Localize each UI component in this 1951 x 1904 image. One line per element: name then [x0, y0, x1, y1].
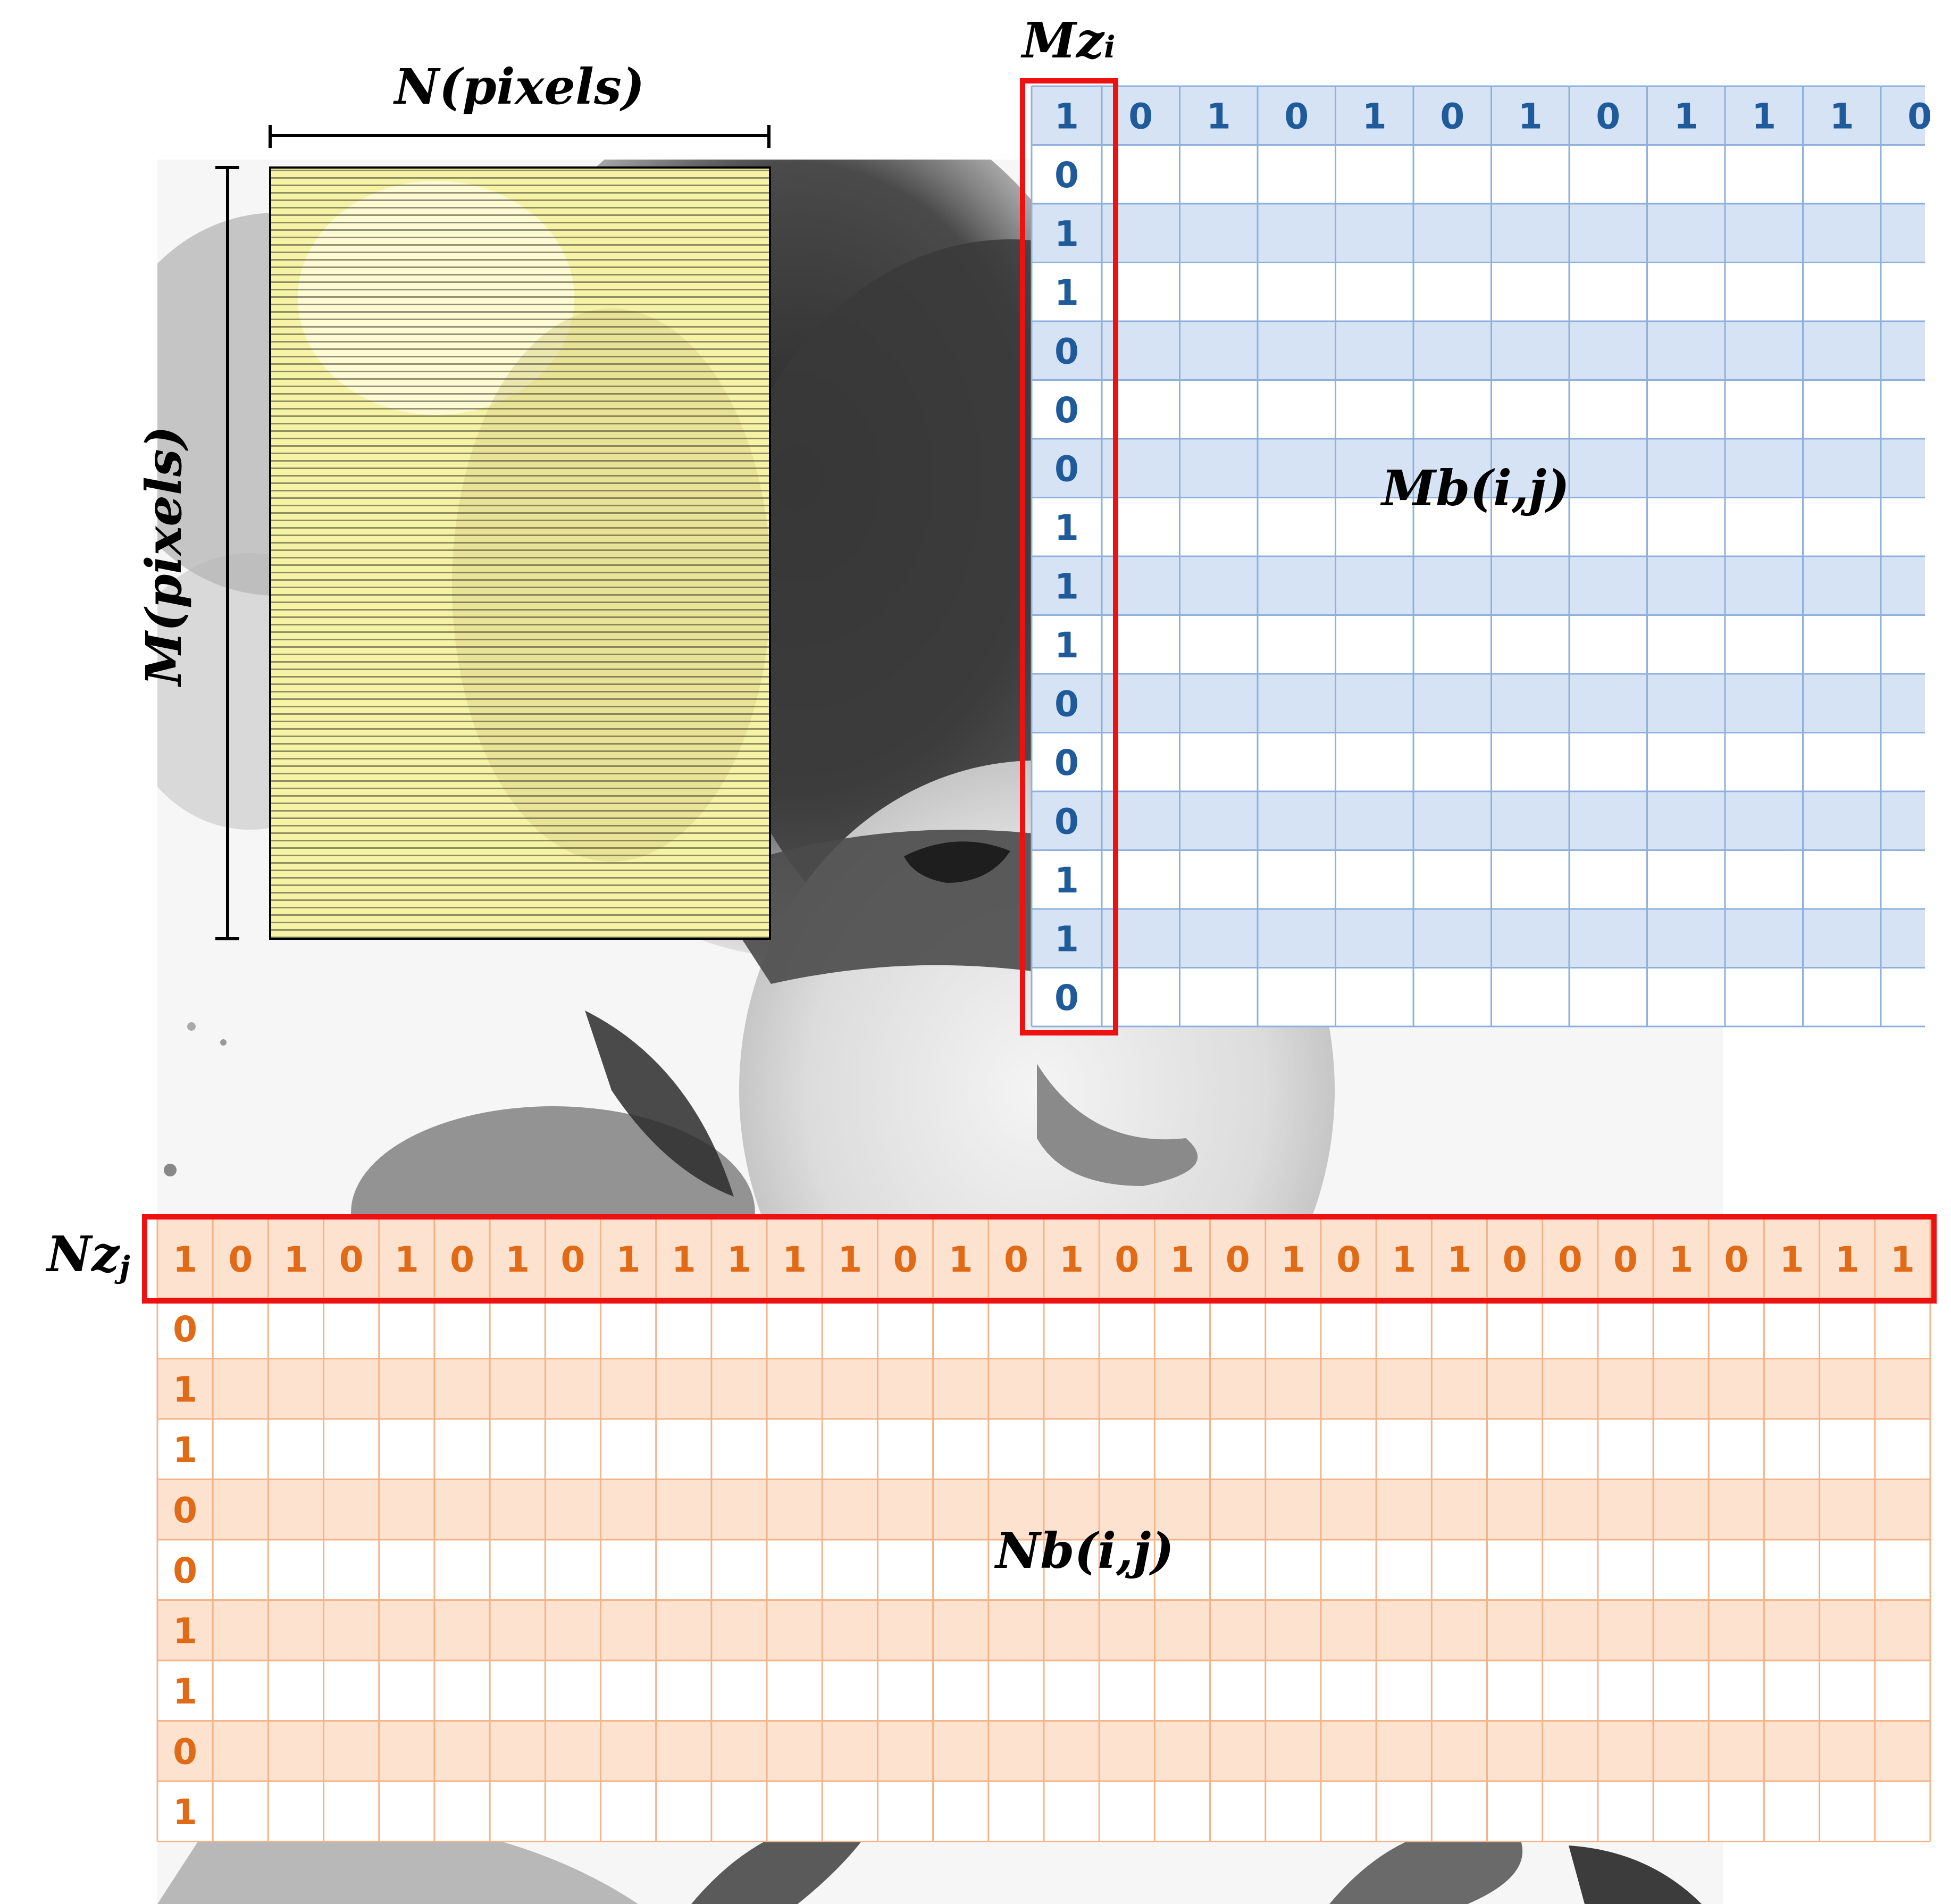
- mb-stripe-row: [1032, 556, 1925, 615]
- nz-top-row-digit: 0: [1336, 1239, 1361, 1280]
- mz-column-digit: 0: [1054, 683, 1079, 724]
- nz-top-row-digit: 1: [616, 1239, 641, 1280]
- mz-column-digit: 1: [1054, 507, 1079, 548]
- mz-column-digit: 0: [1054, 801, 1079, 842]
- mz-top-row-digit: 0: [1284, 96, 1309, 137]
- nz-top-row-digit: 0: [560, 1239, 585, 1280]
- dimension-markers: [215, 125, 771, 940]
- mz-label-sub: i: [1104, 30, 1115, 65]
- mb-stripe-row: [1032, 909, 1925, 968]
- nz-column-digit: 1: [173, 1610, 197, 1651]
- mz-label: Mzi: [1020, 12, 1115, 69]
- mz-highlight-box: [1020, 78, 1118, 1035]
- nz-top-row-digit: 0: [893, 1239, 918, 1280]
- nz-top-row-digit: 1: [1392, 1239, 1416, 1280]
- nz-column-digit: 0: [173, 1309, 197, 1350]
- mb-stripe-row: [1032, 674, 1925, 733]
- nz-top-row-digit: 1: [1447, 1239, 1471, 1280]
- m-dimension-label: M(pixels): [135, 426, 192, 687]
- nz-top-row-digit: 1: [1780, 1239, 1804, 1280]
- nz-top-row-digit: 0: [339, 1239, 364, 1280]
- nz-top-row-digit: 1: [782, 1239, 807, 1280]
- mb-matrix-label: Mb(i,j): [1380, 460, 1570, 517]
- nz-top-row-digit: 1: [838, 1239, 862, 1280]
- nz-top-row-digit: 1: [173, 1239, 197, 1280]
- mz-column-digit: 0: [1054, 390, 1079, 431]
- nz-column-digit: 0: [173, 1490, 197, 1531]
- mz-column-digit: 1: [1054, 625, 1079, 666]
- mz-column-digit: 0: [1054, 448, 1079, 489]
- mz-column-digit: 0: [1054, 978, 1079, 1018]
- mz-column-digit: 1: [1054, 272, 1079, 313]
- sampled-region-overlay: [269, 166, 771, 940]
- nz-top-row-digit: 1: [727, 1239, 751, 1280]
- mb-stripe-row: [1032, 321, 1925, 380]
- mz-top-row-digit: 1: [1054, 96, 1079, 137]
- nz-column-digit: 1: [173, 1671, 197, 1712]
- mz-top-row-digit: 1: [1207, 96, 1231, 137]
- n-dimension-label: N(pixels): [393, 58, 645, 115]
- mz-column-digit: 1: [1054, 918, 1079, 959]
- nz-top-row-digit: 1: [1281, 1239, 1305, 1280]
- nz-top-row-digit: 0: [450, 1239, 474, 1280]
- mz-column-digit: 1: [1054, 860, 1079, 901]
- nz-top-row-digit: 1: [284, 1239, 308, 1280]
- nz-top-row-digit: 1: [1059, 1239, 1084, 1280]
- mz-top-row-digit: 0: [1440, 96, 1464, 137]
- mb-stripe-row: [1032, 791, 1925, 850]
- mz-label-main: Mz: [1020, 12, 1105, 69]
- nz-top-row-digit: 1: [672, 1239, 696, 1280]
- mz-top-row-digit: 0: [1128, 96, 1153, 137]
- mz-column-digit: 0: [1054, 155, 1079, 196]
- mz-top-row-digit: 0: [1596, 96, 1620, 137]
- mb-matrix: 1 0 1 0 1 0 1 0 1 1 1 0 0 1 1 0 0 0 1 1 1 0 0 0 1 1 0: [1031, 85, 1932, 1028]
- nz-column-digit: 1: [173, 1430, 197, 1471]
- nz-top-row-digit: 0: [1724, 1239, 1748, 1280]
- nz-top-row-digit: 1: [1170, 1239, 1195, 1280]
- nz-column-digit: 1: [173, 1792, 197, 1833]
- nz-column-digit: 1: [173, 1369, 197, 1410]
- nz-label-main: Nz: [45, 1225, 120, 1283]
- nz-top-row-digit: 0: [1004, 1239, 1028, 1280]
- mz-column-digit: 0: [1054, 331, 1079, 372]
- nb-matrix-label: Nb(i,j): [994, 1522, 1174, 1580]
- nz-highlight-box: [142, 1214, 1937, 1304]
- nz-top-row-digit: 0: [1613, 1239, 1638, 1280]
- nz-top-row-digit: 1: [949, 1239, 973, 1280]
- nz-top-row-digit: 0: [1115, 1239, 1139, 1280]
- nz-top-row-digit: 1: [1890, 1239, 1915, 1280]
- nz-column-digit: 0: [173, 1731, 197, 1772]
- mz-column-digit: 0: [1054, 742, 1079, 783]
- nz-top-row-digit: 1: [505, 1239, 530, 1280]
- mz-top-row-digit: 1: [1518, 96, 1543, 137]
- mz-top-row-digit: 1: [1674, 96, 1698, 137]
- mz-column-digit: 1: [1054, 213, 1079, 254]
- mz-top-row-digit: 1: [1362, 96, 1387, 137]
- nz-label: Nzj: [45, 1225, 130, 1285]
- nz-top-row-digit: 0: [1226, 1239, 1250, 1280]
- nz-column-digit: 0: [173, 1550, 197, 1591]
- nz-top-row-digit: 1: [395, 1239, 419, 1280]
- mz-top-row-digit: 1: [1830, 96, 1854, 137]
- nz-top-row-digit: 1: [1835, 1239, 1860, 1280]
- mz-column-digit: 1: [1054, 566, 1079, 607]
- mb-stripe-row: [1032, 204, 1925, 263]
- nz-top-row-digit: 0: [228, 1239, 253, 1280]
- mz-top-row-digit: 1: [1752, 96, 1776, 137]
- nz-top-row-digit: 0: [1503, 1239, 1527, 1280]
- mb-stripe-row: [1032, 86, 1925, 145]
- nz-top-row-digit: 0: [1558, 1239, 1582, 1280]
- mz-top-row-digit: 0: [1907, 96, 1932, 137]
- nz-top-row-digit: 1: [1669, 1239, 1693, 1280]
